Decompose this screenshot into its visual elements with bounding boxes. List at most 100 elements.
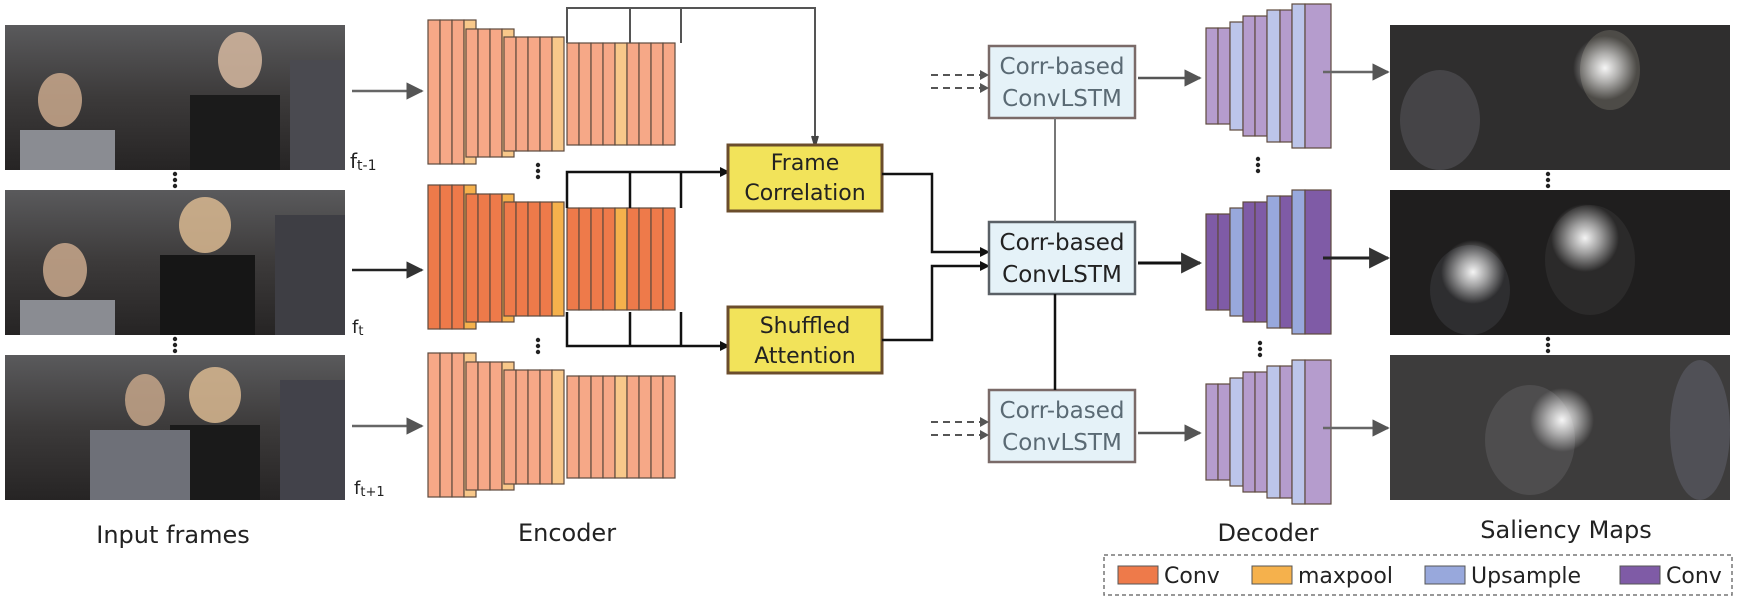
layer-block <box>539 36 553 152</box>
saliency-map-prev <box>1390 25 1730 170</box>
layer-block <box>626 42 640 146</box>
layer-block <box>551 369 565 485</box>
layer-block <box>489 28 503 158</box>
decoder-stack-next <box>1205 359 1332 505</box>
layer-block <box>566 375 580 479</box>
layer-block <box>1304 189 1332 335</box>
input-frame-next <box>5 355 345 500</box>
layer-block <box>1266 365 1281 499</box>
layer-block <box>626 207 640 311</box>
legend-label: Conv <box>1666 564 1722 589</box>
layer-block <box>1242 371 1256 493</box>
layer-block <box>590 375 604 479</box>
layer-block <box>1279 195 1293 329</box>
legend-swatch <box>1424 565 1466 585</box>
layer-block <box>527 369 541 485</box>
layer-block <box>1279 365 1293 499</box>
shuffled-attention-line2: Attention <box>754 344 856 369</box>
layer-block <box>1254 371 1268 493</box>
layer-block <box>551 201 565 317</box>
frame-correlation-line1: Frame <box>771 151 840 176</box>
layer-block <box>1229 21 1244 131</box>
layer-block <box>614 375 628 479</box>
layer-block <box>539 201 553 317</box>
convlstm-next: Corr-based ConvLSTM <box>987 388 1137 464</box>
layer-block <box>614 207 628 311</box>
encoder-stack-prev <box>427 19 676 165</box>
layer-block <box>638 207 652 311</box>
layer-block <box>527 36 541 152</box>
legend-label: maxpool <box>1298 564 1393 589</box>
recurrent-arrow-heads <box>980 70 989 440</box>
layer-block <box>1266 195 1281 329</box>
shuffled-attention-module: Shuffled Attention <box>726 305 884 375</box>
svg-text:Corr-based: Corr-based <box>1000 230 1125 256</box>
arrow-head-shuffled-attention <box>720 341 730 351</box>
layer-block <box>515 369 529 485</box>
svg-text:ConvLSTM: ConvLSTM <box>1002 430 1122 456</box>
layer-block <box>477 361 491 491</box>
layer-block <box>1254 201 1268 323</box>
layer-block <box>1242 201 1256 323</box>
label-encoder: Encoder <box>518 519 616 547</box>
layer-block <box>503 201 517 317</box>
layer-block <box>578 207 592 311</box>
encoder-stack-curr <box>427 184 676 330</box>
layer-block <box>566 207 580 311</box>
svg-text:Corr-based: Corr-based <box>1000 398 1125 424</box>
encoder-stack-next <box>427 352 676 498</box>
frame-label-prev: ft-1 <box>350 149 377 174</box>
layer-block <box>439 184 453 330</box>
layer-block <box>1229 207 1244 317</box>
encoder-skip-connections <box>565 7 819 348</box>
layer-block <box>1217 213 1231 311</box>
arrow-head-convlstm-b <box>980 261 990 271</box>
encoder-ellipsis <box>535 162 541 355</box>
saliency-ellipsis <box>1545 171 1551 354</box>
layer-block <box>1217 27 1231 125</box>
layer-block <box>503 369 517 485</box>
layer-block <box>1229 377 1244 487</box>
layer-block <box>638 375 652 479</box>
layer-block <box>1205 213 1219 311</box>
arrow-head-frame-correlation <box>720 167 730 177</box>
layer-block <box>465 361 479 491</box>
layer-block <box>1242 15 1256 137</box>
decoder-stack-prev <box>1205 3 1332 149</box>
layer-block <box>427 19 441 165</box>
layer-block <box>451 352 465 498</box>
layer-block <box>427 184 441 330</box>
layer-block <box>1291 359 1306 505</box>
frame-label-curr: ft <box>352 317 363 339</box>
layer-block <box>602 42 616 146</box>
layer-block <box>602 207 616 311</box>
layer-block <box>551 36 565 152</box>
layer-block <box>451 19 465 165</box>
layer-block <box>489 193 503 323</box>
legend-label: Conv <box>1164 564 1220 589</box>
decoder-stack-curr <box>1205 189 1332 335</box>
layer-block <box>503 36 517 152</box>
layer-block <box>590 207 604 311</box>
layer-block <box>578 42 592 146</box>
layer-block <box>465 193 479 323</box>
label-decoder: Decoder <box>1218 519 1319 547</box>
modules-to-convlstm-connectors <box>882 172 985 342</box>
saliency-map-curr <box>1390 190 1730 335</box>
layer-block <box>1266 9 1281 143</box>
convlstm-prev: Corr-based ConvLSTM <box>987 44 1137 120</box>
convlstm-to-decoder-arrows <box>1138 69 1203 442</box>
layer-block <box>477 193 491 323</box>
layer-block <box>439 352 453 498</box>
layer-block <box>1291 3 1306 149</box>
layer-block <box>527 201 541 317</box>
arrow-head-convlstm-a <box>980 247 990 257</box>
convlstm-curr: Corr-based ConvLSTM <box>987 220 1137 296</box>
layer-block <box>650 375 664 479</box>
label-saliency-maps: Saliency Maps <box>1480 516 1651 544</box>
layer-block <box>439 19 453 165</box>
layer-block <box>1291 189 1306 335</box>
legend-swatch <box>1117 565 1159 585</box>
